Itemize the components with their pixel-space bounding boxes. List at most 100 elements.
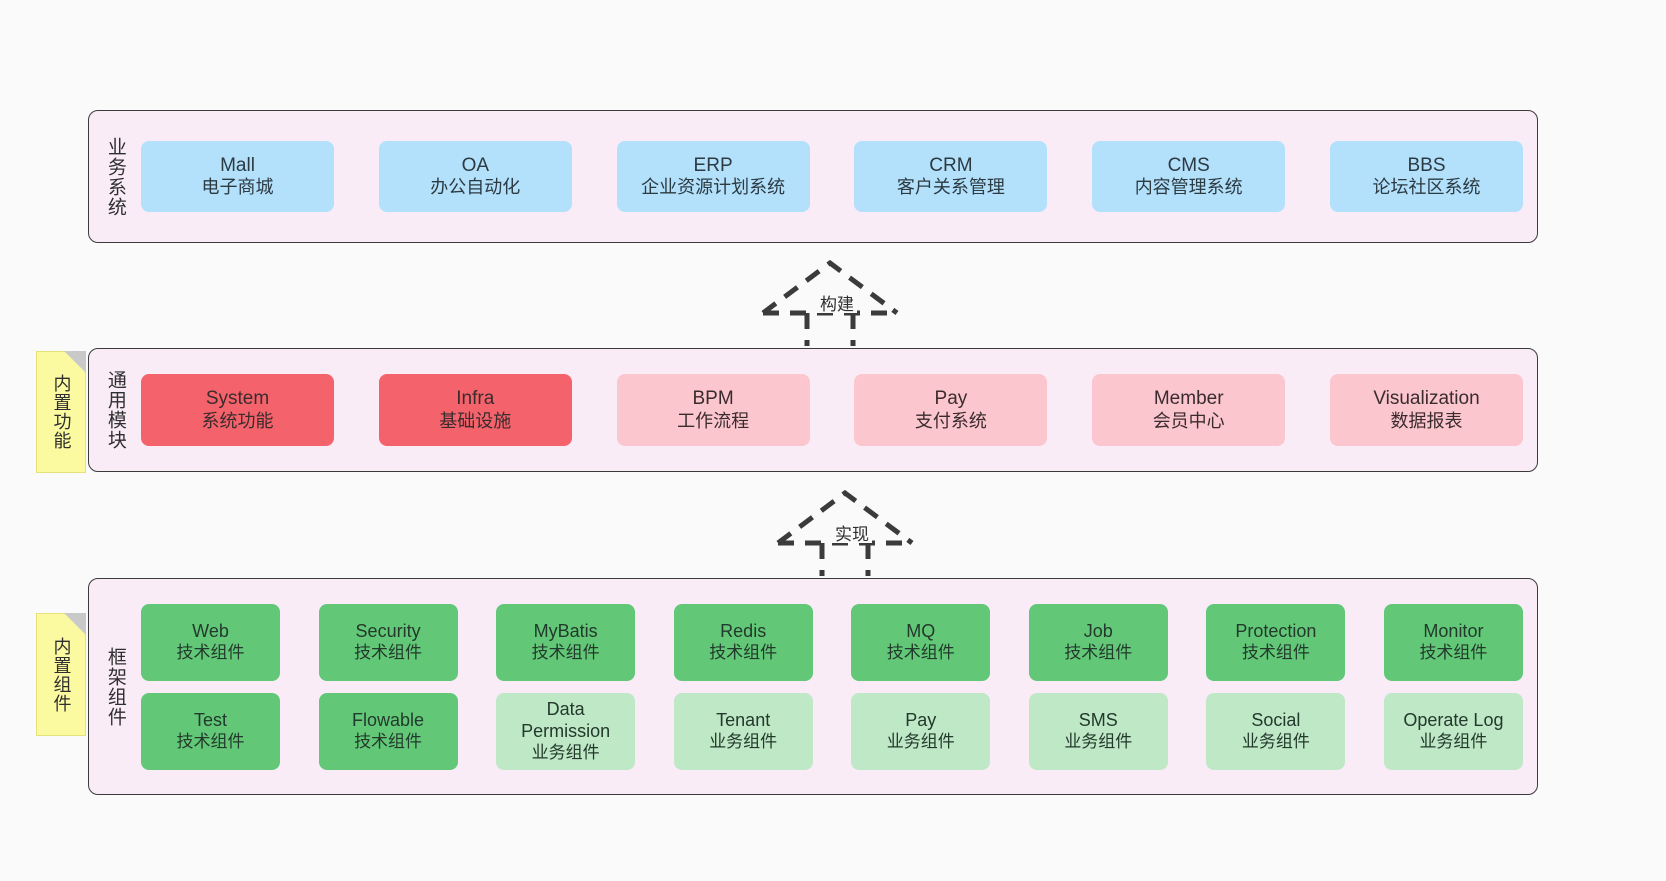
box-row: Test 技术组件 Flowable 技术组件 Data Permission … bbox=[141, 692, 1523, 770]
sticky-note-label: 内置功能 bbox=[51, 374, 72, 450]
component-box-data-permission[interactable]: Data Permission 业务组件 bbox=[496, 692, 636, 770]
connector-stem-dashed bbox=[804, 313, 856, 346]
system-box-erp[interactable]: ERP 企业资源计划系统 bbox=[616, 141, 810, 212]
component-box-redis[interactable]: Redis 技术组件 bbox=[673, 603, 813, 681]
layer-title-business-system: 业务系统 bbox=[104, 136, 126, 217]
box-title: Pay bbox=[905, 709, 937, 730]
box-title: Flowable bbox=[352, 709, 425, 730]
sticky-note-label: 内置组件 bbox=[51, 636, 72, 713]
component-box-web[interactable]: Web 技术组件 bbox=[141, 603, 280, 681]
layer-common-module: 通用模块 System 系统功能 Infra 基础设施 BPM 工作流程 Pay… bbox=[88, 348, 1538, 472]
box-title: CRM bbox=[929, 154, 973, 176]
module-box-infra[interactable]: Infra 基础设施 bbox=[378, 374, 572, 446]
box-title: Infra bbox=[456, 388, 495, 410]
box-subtitle: 技术组件 bbox=[1419, 642, 1488, 662]
system-box-cms[interactable]: CMS 内容管理系统 bbox=[1092, 141, 1286, 212]
layer-title-common-module: 通用模块 bbox=[104, 370, 126, 450]
module-box-pay[interactable]: Pay 支付系统 bbox=[854, 374, 1048, 446]
layer-framework-component: 框架组件 Web 技术组件 Security 技术组件 MyBatis 技术组件… bbox=[88, 578, 1538, 795]
component-box-social[interactable]: Social 业务组件 bbox=[1206, 692, 1346, 770]
box-row: Mall 电子商城 OA 办公自动化 ERP 企业资源计划系统 CRM 客户关系… bbox=[141, 141, 1523, 212]
box-subtitle: 业务组件 bbox=[531, 742, 600, 762]
box-subtitle: 会员中心 bbox=[1152, 410, 1225, 431]
layer-body-common-module: System 系统功能 Infra 基础设施 BPM 工作流程 Pay 支付系统… bbox=[141, 349, 1537, 471]
box-subtitle: 技术组件 bbox=[531, 642, 600, 662]
box-row: System 系统功能 Infra 基础设施 BPM 工作流程 Pay 支付系统… bbox=[141, 374, 1523, 446]
box-subtitle: 办公自动化 bbox=[430, 177, 521, 198]
module-box-system[interactable]: System 系统功能 bbox=[141, 374, 334, 446]
system-box-bbs[interactable]: BBS 论坛社区系统 bbox=[1329, 141, 1523, 212]
box-subtitle: 技术组件 bbox=[354, 642, 423, 662]
box-title: Tenant bbox=[716, 709, 771, 730]
arrowhead-up-dashed bbox=[776, 489, 914, 546]
box-subtitle: 技术组件 bbox=[709, 642, 778, 662]
component-box-monitor[interactable]: Monitor 技术组件 bbox=[1383, 603, 1523, 681]
box-title: System bbox=[205, 388, 270, 410]
connector-build: 构建 bbox=[755, 258, 905, 346]
layer-business-system: 业务系统 Mall 电子商城 OA 办公自动化 ERP 企业资源计划系统 CRM… bbox=[88, 110, 1538, 243]
box-subtitle: 技术组件 bbox=[1241, 642, 1310, 662]
box-title: Security bbox=[355, 620, 421, 641]
box-subtitle: 客户关系管理 bbox=[896, 177, 1005, 198]
box-title: Web bbox=[192, 620, 229, 641]
box-subtitle: 业务组件 bbox=[709, 731, 778, 751]
component-box-security[interactable]: Security 技术组件 bbox=[318, 603, 458, 681]
box-subtitle: 业务组件 bbox=[1241, 731, 1310, 751]
box-title: MQ bbox=[906, 620, 936, 641]
box-subtitle: 技术组件 bbox=[886, 642, 955, 662]
box-subtitle: 业务组件 bbox=[1419, 731, 1488, 751]
connector-stem-dashed bbox=[819, 543, 871, 576]
box-title: Social bbox=[1251, 709, 1301, 730]
box-title: OA bbox=[461, 154, 490, 176]
component-box-mq[interactable]: MQ 技术组件 bbox=[851, 603, 991, 681]
box-title: BPM bbox=[692, 388, 734, 410]
component-box-tenant[interactable]: Tenant 业务组件 bbox=[673, 692, 813, 770]
box-row: Web 技术组件 Security 技术组件 MyBatis 技术组件 Redi… bbox=[141, 603, 1523, 681]
component-box-sms[interactable]: SMS 业务组件 bbox=[1028, 692, 1168, 770]
box-title: Redis bbox=[720, 620, 767, 641]
box-subtitle: 业务组件 bbox=[886, 731, 955, 751]
module-box-visualization[interactable]: Visualization 数据报表 bbox=[1329, 374, 1523, 446]
connector-label-implement: 实现 bbox=[832, 526, 872, 543]
system-box-crm[interactable]: CRM 客户关系管理 bbox=[854, 141, 1048, 212]
box-title: ERP bbox=[693, 154, 733, 176]
box-title: SMS bbox=[1078, 709, 1118, 730]
system-box-mall[interactable]: Mall 电子商城 bbox=[141, 141, 334, 212]
box-subtitle: 电子商城 bbox=[201, 177, 274, 198]
arrowhead-up-dashed bbox=[761, 259, 899, 316]
box-subtitle: 企业资源计划系统 bbox=[641, 177, 786, 198]
box-title: Operate Log bbox=[1403, 709, 1504, 730]
box-subtitle: 技术组件 bbox=[176, 642, 245, 662]
box-title: Pay bbox=[934, 388, 968, 410]
box-title: Mall bbox=[220, 154, 255, 176]
layer-body-framework-component: Web 技术组件 Security 技术组件 MyBatis 技术组件 Redi… bbox=[141, 579, 1537, 794]
box-subtitle: 业务组件 bbox=[1064, 731, 1133, 751]
connector-implement: 实现 bbox=[770, 488, 920, 576]
box-subtitle: 技术组件 bbox=[1064, 642, 1133, 662]
box-title: Member bbox=[1153, 388, 1224, 410]
component-box-pay[interactable]: Pay 业务组件 bbox=[851, 692, 991, 770]
box-subtitle: 数据报表 bbox=[1390, 410, 1463, 431]
connector-label-build: 构建 bbox=[817, 296, 857, 313]
sticky-note-builtin-function[interactable]: 内置功能 bbox=[36, 351, 86, 473]
layer-title-framework-component: 框架组件 bbox=[104, 646, 126, 727]
component-box-job[interactable]: Job 技术组件 bbox=[1028, 603, 1168, 681]
box-subtitle: 论坛社区系统 bbox=[1372, 177, 1481, 198]
box-subtitle: 技术组件 bbox=[176, 731, 245, 751]
component-box-test[interactable]: Test 技术组件 bbox=[141, 692, 280, 770]
component-box-flowable[interactable]: Flowable 技术组件 bbox=[318, 692, 458, 770]
module-box-bpm[interactable]: BPM 工作流程 bbox=[616, 374, 810, 446]
box-subtitle: 基础设施 bbox=[439, 410, 512, 431]
system-box-oa[interactable]: OA 办公自动化 bbox=[378, 141, 572, 212]
box-subtitle: 内容管理系统 bbox=[1134, 177, 1243, 198]
module-box-member[interactable]: Member 会员中心 bbox=[1092, 374, 1286, 446]
component-box-protection[interactable]: Protection 技术组件 bbox=[1206, 603, 1346, 681]
sticky-note-builtin-component[interactable]: 内置组件 bbox=[36, 613, 86, 736]
box-title: MyBatis bbox=[533, 620, 598, 641]
box-title: BBS bbox=[1407, 154, 1446, 176]
box-title: Protection bbox=[1235, 620, 1317, 641]
box-title: Test bbox=[193, 709, 227, 730]
component-box-mybatis[interactable]: MyBatis 技术组件 bbox=[496, 603, 636, 681]
component-box-operate-log[interactable]: Operate Log 业务组件 bbox=[1383, 692, 1523, 770]
